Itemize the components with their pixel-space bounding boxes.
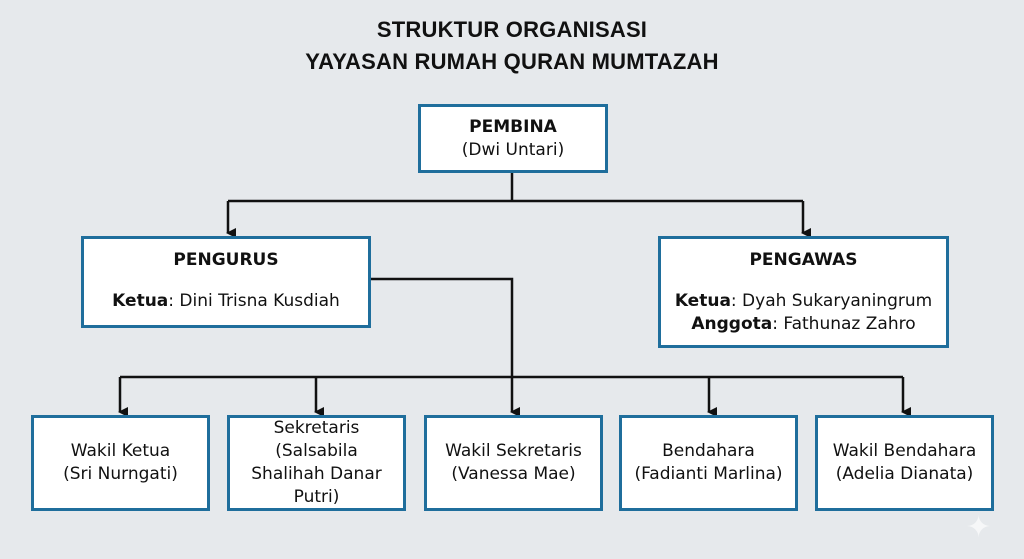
pengurus-box: PENGURUS Ketua: Dini Trisna Kusdiah xyxy=(81,236,371,328)
unit-name: (Vanessa Mae) xyxy=(451,464,576,484)
unit-role: Wakil Bendahara xyxy=(832,441,977,461)
unit-box-wakil-ketua: Wakil Ketua (Sri Nurngati) xyxy=(31,415,210,511)
chart-title-line2: YAYASAN RUMAH QURAN MUMTAZAH xyxy=(305,49,719,74)
pengawas-anggota-label: Anggota xyxy=(691,314,773,334)
sparkle-icon: ✦ xyxy=(966,510,992,545)
unit-box-sekretaris: Sekretaris (Salsabila Shalihah Danar Put… xyxy=(227,415,406,511)
unit-name: (Fadianti Marlina) xyxy=(634,464,783,484)
unit-box-bendahara: Bendahara (Fadianti Marlina) xyxy=(619,415,798,511)
unit-role: Sekretaris xyxy=(273,418,360,438)
pengawas-box: PENGAWAS Ketua: Dyah Sukaryaningrum Angg… xyxy=(658,236,949,348)
pengurus-heading: PENGURUS xyxy=(173,250,279,270)
arrow-to-wakil-sekretaris xyxy=(370,277,520,417)
unit-box-wakil-sekretaris: Wakil Sekretaris (Vanessa Mae) xyxy=(424,415,603,511)
pembina-heading: PEMBINA xyxy=(469,116,557,137)
pengawas-heading: PENGAWAS xyxy=(749,250,858,270)
chart-title-line1: STRUKTUR ORGANISASI xyxy=(376,17,648,42)
unit-role: Wakil Ketua xyxy=(70,441,171,461)
unit-role: Wakil Sekretaris xyxy=(445,441,582,461)
pengurus-ketua-label: Ketua xyxy=(112,291,169,311)
pengawas-ketua-label: Ketua xyxy=(674,291,731,311)
pengawas-ketua-name: : Dyah Sukaryaningrum xyxy=(730,291,933,311)
unit-name: (Sri Nurngati) xyxy=(63,464,178,484)
pengurus-ketua-name: : Dini Trisna Kusdiah xyxy=(168,291,340,311)
unit-role: Bendahara xyxy=(662,441,755,461)
unit-name: (Adelia Dianata) xyxy=(835,464,974,484)
pembina-name: (Dwi Untari) xyxy=(461,139,565,160)
unit-name: (Salsabila Shalihah Danar Putri) xyxy=(251,441,382,507)
pembina-box: PEMBINA (Dwi Untari) xyxy=(418,104,608,173)
pengawas-anggota-name: : Fathunaz Zahro xyxy=(772,314,916,334)
unit-box-wakil-bendahara: Wakil Bendahara (Adelia Dianata) xyxy=(815,415,994,511)
